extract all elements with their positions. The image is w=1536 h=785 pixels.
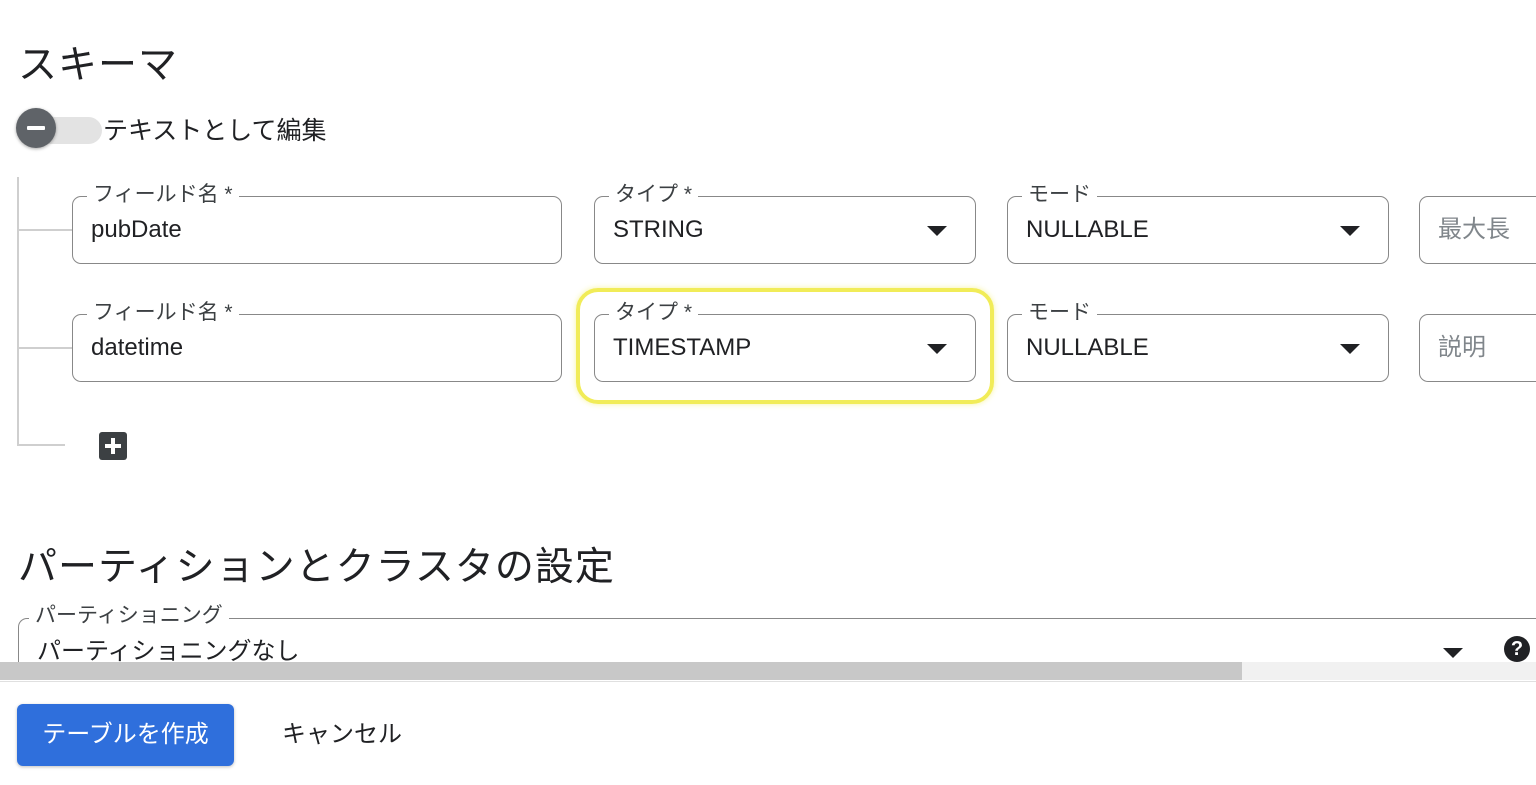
field-name-value: datetime [91, 334, 184, 361]
footer-divider [0, 681, 1536, 682]
field-name-input[interactable]: フィールド名 * pubDate [72, 182, 562, 264]
mode-select[interactable]: モード NULLABLE [1007, 182, 1389, 264]
type-label: タイプ * [609, 300, 699, 326]
toggle-thumb [16, 108, 56, 148]
dropdown-arrow-icon[interactable] [1443, 648, 1463, 658]
form-scroll-area: スキーマ テキストとして編集 フィールド名 * pubDate タイプ * ST… [16, 44, 1536, 662]
field-name-input[interactable]: フィールド名 * datetime [72, 300, 562, 382]
scrollbar-thumb[interactable] [0, 662, 1242, 680]
mode-label: モード [1022, 182, 1097, 208]
max-length-placeholder: 最大長 [1438, 216, 1510, 243]
type-value: STRING [613, 216, 704, 243]
field-name-value: pubDate [91, 216, 182, 243]
type-select[interactable]: タイプ * STRING [594, 182, 976, 264]
help-icon[interactable]: ? [1504, 636, 1530, 662]
field-name-label: フィールド名 * [87, 300, 239, 326]
mode-value: NULLABLE [1026, 334, 1149, 361]
minus-icon [27, 126, 45, 130]
add-field-icon[interactable] [99, 432, 127, 460]
description-placeholder: 説明 [1438, 334, 1486, 361]
edit-as-text-label: テキストとして編集 [103, 117, 327, 145]
dropdown-arrow-icon [1340, 226, 1360, 236]
dropdown-arrow-icon [927, 226, 947, 236]
dropdown-arrow-icon [927, 344, 947, 354]
schema-heading: スキーマ [18, 44, 179, 87]
mode-label: モード [1022, 300, 1097, 326]
edit-as-text-toggle[interactable] [16, 106, 102, 148]
tree-branch [17, 229, 73, 231]
type-select[interactable]: タイプ * TIMESTAMP [594, 300, 976, 382]
tree-branch [17, 347, 73, 349]
create-table-button[interactable]: テーブルを作成 [17, 704, 234, 766]
mode-select[interactable]: モード NULLABLE [1007, 300, 1389, 382]
description-input[interactable]: 説明 [1419, 314, 1536, 382]
type-label: タイプ * [609, 182, 699, 208]
partition-heading: パーティションとクラスタの設定 [18, 546, 615, 589]
partitioning-select[interactable]: パーティショニング パーティショニングなし [18, 603, 1536, 662]
dropdown-arrow-icon [1340, 344, 1360, 354]
max-length-input[interactable]: 最大長 [1419, 196, 1536, 264]
tree-branch [17, 444, 65, 446]
type-select-highlight [576, 288, 994, 404]
partitioning-label: パーティショニング [29, 603, 229, 629]
horizontal-scrollbar[interactable] [0, 662, 1536, 680]
mode-value: NULLABLE [1026, 216, 1149, 243]
schema-tree-line [17, 177, 19, 446]
type-value: TIMESTAMP [613, 334, 752, 361]
field-name-label: フィールド名 * [87, 182, 239, 208]
cancel-button[interactable]: キャンセル [282, 721, 402, 748]
partitioning-value: パーティショニングなし [37, 638, 300, 662]
